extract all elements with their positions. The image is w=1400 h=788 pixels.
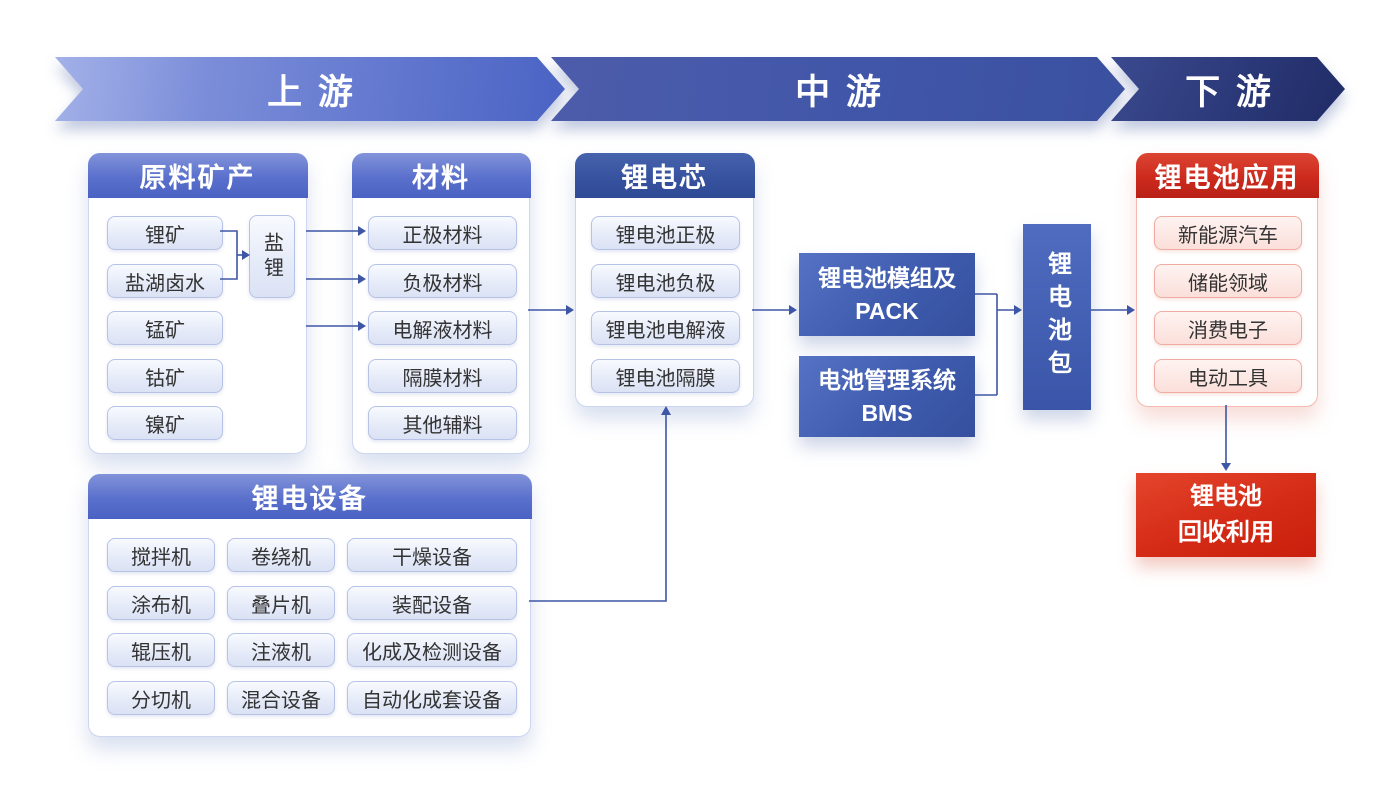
mineral-item: 锰矿 (107, 311, 223, 345)
recycling-line1: 锂电池 (1190, 483, 1262, 510)
recycling-line2: 回收利用 (1178, 519, 1274, 546)
material-item: 其他辅料 (368, 406, 517, 440)
banner-upstream-label: 上游 (55, 57, 565, 121)
battery-pack-box: 锂电池包 (1023, 224, 1091, 410)
equipment-item: 涂布机 (107, 586, 215, 620)
module-pack-line1: 锂电池模组及 (818, 265, 956, 292)
equipment-item: 搅拌机 (107, 538, 215, 572)
material-item: 隔膜材料 (368, 359, 517, 393)
equipment-item: 分切机 (107, 681, 215, 715)
equipment-item: 自动化成套设备 (347, 681, 517, 715)
panel-applications-title: 锂电池应用 (1135, 152, 1319, 198)
bms-line2: BMS (861, 399, 913, 426)
cell-item: 锂电池负极 (591, 264, 740, 298)
module-pack-line2: PACK (855, 297, 919, 324)
equipment-item: 混合设备 (227, 681, 335, 715)
panel-minerals-title: 原料矿产 (87, 152, 308, 198)
panel-materials: 材料 正极材料 负极材料 电解液材料 隔膜材料 其他辅料 (351, 152, 531, 454)
equipment-item: 干燥设备 (347, 538, 517, 572)
panel-equipment: 锂电设备 搅拌机 卷绕机 干燥设备 涂布机 叠片机 装配设备 辊压机 注液机 化… (87, 473, 532, 737)
equipment-item: 辊压机 (107, 633, 215, 667)
mineral-item: 锂矿 (107, 216, 223, 250)
panel-cell: 锂电芯 锂电池正极 锂电池负极 锂电池电解液 锂电池隔膜 (574, 152, 755, 407)
material-item: 负极材料 (368, 264, 517, 298)
panel-minerals: 原料矿产 锂矿 盐湖卤水 锰矿 钴矿 镍矿 盐锂 (87, 152, 308, 454)
banner-segment-upstream: 上游 (55, 57, 565, 121)
salt-lithium-box: 盐锂 (249, 215, 295, 298)
application-item: 电动工具 (1154, 359, 1302, 393)
banner-midstream-label: 中游 (551, 57, 1125, 121)
battery-pack-label: 锂电池包 (1043, 251, 1071, 383)
panel-equipment-title: 锂电设备 (87, 473, 532, 519)
equipment-item: 装配设备 (347, 586, 517, 620)
module-pack-box: 锂电池模组及 PACK (799, 253, 975, 336)
material-item: 正极材料 (368, 216, 517, 250)
panel-applications: 锂电池应用 新能源汽车 储能领域 消费电子 电动工具 (1135, 152, 1319, 407)
bms-line1: 电池管理系统 (818, 367, 956, 394)
panel-materials-title: 材料 (351, 152, 531, 198)
material-item: 电解液材料 (368, 311, 517, 345)
banner-segment-midstream: 中游 (551, 57, 1125, 121)
mineral-item: 钴矿 (107, 359, 223, 393)
mineral-item: 盐湖卤水 (107, 264, 223, 298)
equipment-item: 卷绕机 (227, 538, 335, 572)
banner-segment-downstream: 下游 (1111, 57, 1345, 121)
cell-item: 锂电池隔膜 (591, 359, 740, 393)
recycling-box: 锂电池 回收利用 (1136, 473, 1316, 557)
application-item: 消费电子 (1154, 311, 1302, 345)
equipment-item: 注液机 (227, 633, 335, 667)
cell-item: 锂电池电解液 (591, 311, 740, 345)
banner-downstream-label: 下游 (1111, 57, 1345, 121)
cell-item: 锂电池正极 (591, 216, 740, 250)
application-item: 新能源汽车 (1154, 216, 1302, 250)
panel-cell-title: 锂电芯 (574, 152, 755, 198)
application-item: 储能领域 (1154, 264, 1302, 298)
equipment-item: 化成及检测设备 (347, 633, 517, 667)
mineral-item: 镍矿 (107, 406, 223, 440)
equipment-item: 叠片机 (227, 586, 335, 620)
bms-box: 电池管理系统 BMS (799, 356, 975, 437)
